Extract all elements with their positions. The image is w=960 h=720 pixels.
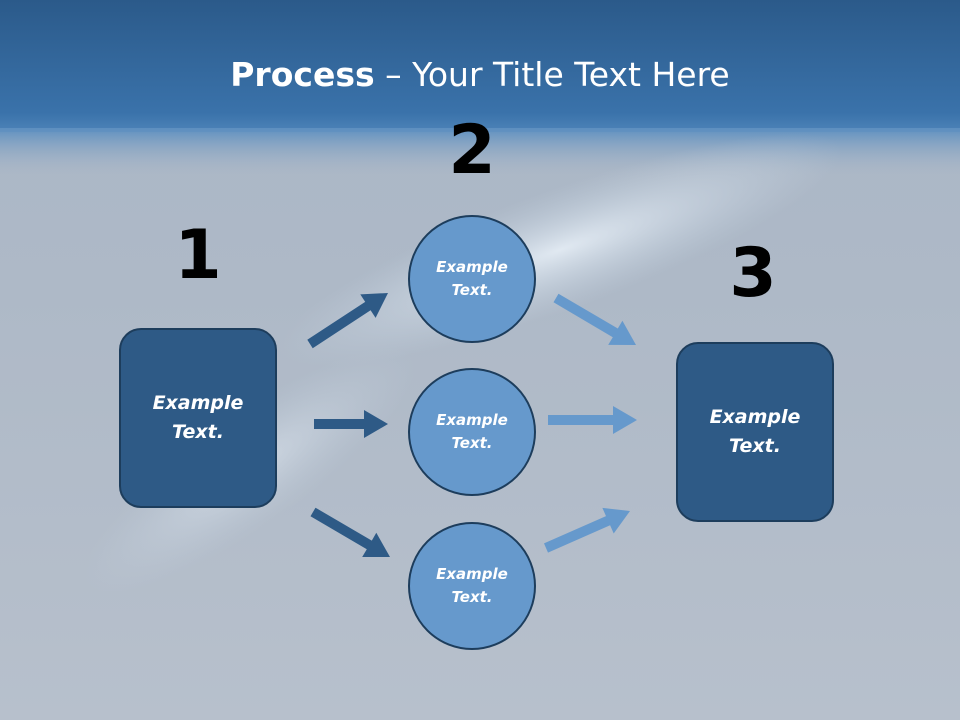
step2-circle-bottom: Example Text.: [408, 522, 536, 650]
step2-circle-bottom-label: Example Text.: [436, 565, 508, 606]
header-band: [0, 0, 960, 132]
step3-box: Example Text.: [676, 342, 834, 522]
step2-circle-top-label: Example Text.: [436, 258, 508, 299]
step1-box-label: Example Text.: [152, 392, 244, 443]
step2-circle-middle-label: Example Text.: [436, 411, 508, 452]
step3-box-label: Example Text.: [709, 406, 801, 457]
arrow-1-to-top: [307, 293, 388, 349]
slide-title: Process – Your Title Text Here: [0, 50, 960, 100]
step2-circle-top: Example Text.: [408, 215, 536, 343]
arrow-bottom-to-3: [544, 507, 630, 553]
step-number-2: 2: [448, 111, 496, 190]
arrow-1-to-bottom: [310, 507, 390, 557]
step1-box: Example Text.: [119, 328, 277, 508]
step-number-3: 3: [729, 234, 777, 313]
title-rest: – Your Title Text Here: [374, 55, 730, 94]
arrow-top-to-3: [553, 293, 636, 345]
step2-circle-middle: Example Text.: [408, 368, 536, 496]
title-bold: Process: [230, 55, 375, 94]
step-number-1: 1: [174, 216, 222, 295]
arrow-middle-to-3: [548, 406, 637, 434]
arrow-1-to-middle: [314, 410, 388, 438]
